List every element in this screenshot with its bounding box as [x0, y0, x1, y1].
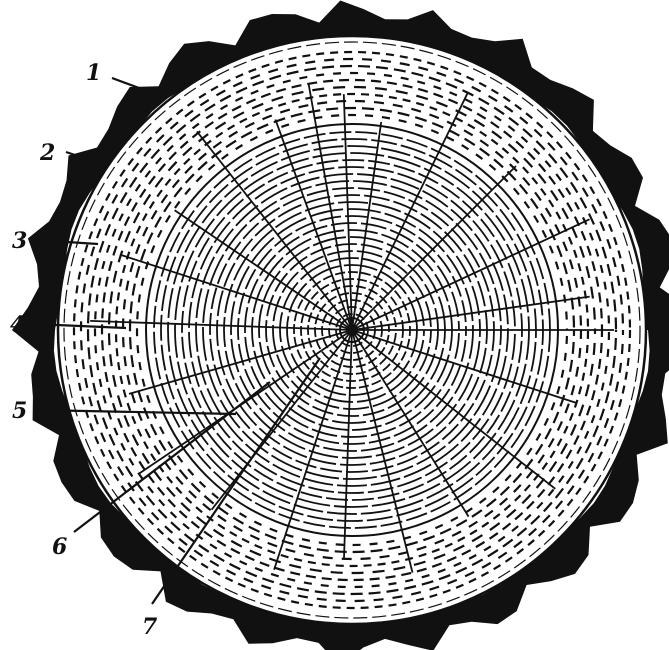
callout-label-4: 4: [10, 312, 25, 338]
callout-label-5: 5: [12, 398, 27, 424]
callout-label-2: 2: [39, 140, 55, 166]
callout-label-7: 7: [142, 614, 158, 640]
callout-label-6: 6: [52, 534, 67, 560]
callout-label-3: 3: [12, 228, 27, 254]
callout-label-1: 1: [86, 60, 101, 86]
pith: [346, 324, 358, 336]
